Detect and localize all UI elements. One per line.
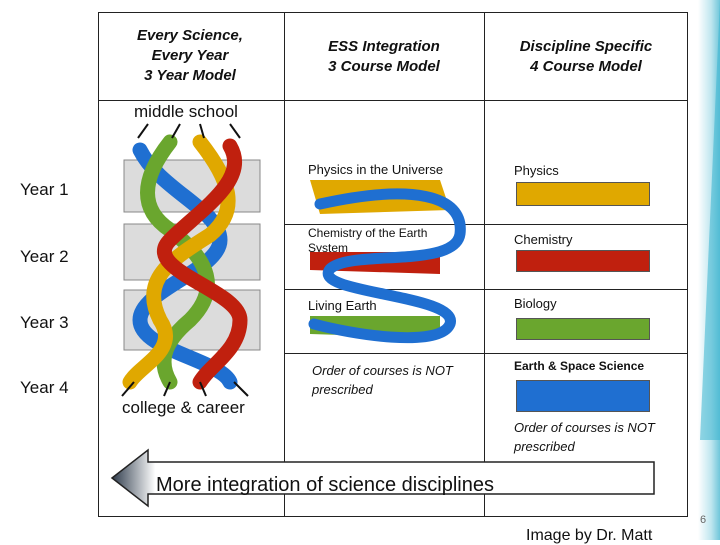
header-divider (98, 100, 688, 101)
column-header-ess-integration: ESS Integration 3 Course Model (292, 37, 476, 77)
integration-arrow-label: More integration of science disciplines (156, 474, 494, 496)
biology-bar (516, 318, 650, 340)
column-header-line: 4 Course Model (530, 58, 642, 75)
ess-earth-ribbon (308, 188, 466, 344)
top-arrows (137, 123, 241, 139)
chemistry-bar (516, 250, 650, 272)
earth-space-bar (516, 380, 650, 412)
discipline-order-note: Order of courses is NOT prescribed (514, 420, 655, 454)
ess-course-2: Chemistry of the Earth System (308, 226, 428, 255)
comparison-table-frame (98, 12, 688, 517)
column-divider-1 (284, 12, 285, 517)
row-divider-1 (284, 224, 688, 225)
year-label-2: Year 2 (20, 247, 69, 266)
middle-school-label: middle school (134, 102, 238, 121)
column-header-line: ESS Integration (328, 38, 440, 55)
row-divider-2 (284, 289, 688, 290)
year-label-4: Year 4 (20, 378, 69, 397)
column-header-line: Every Science, (137, 27, 243, 44)
image-credit: Image by Dr. Matt (526, 527, 653, 544)
discipline-course-earth-space: Earth & Space Science (514, 359, 645, 373)
discipline-course-biology: Biology (514, 296, 557, 311)
page-number: 6 (700, 514, 707, 526)
column-header-line: Every Year (151, 47, 229, 64)
ess-course-3: Living Earth (308, 298, 377, 313)
integration-arrow (110, 448, 655, 508)
physics-bar (516, 182, 650, 206)
column-header-discipline-specific: Discipline Specific 4 Course Model (492, 37, 680, 77)
braided-disciplines-graphic (121, 123, 261, 397)
decorative-triangle (700, 0, 720, 440)
ess-course-ribbons (308, 180, 466, 344)
year-label-1: Year 1 (20, 180, 69, 199)
column-header-line: Discipline Specific (519, 38, 653, 55)
discipline-course-physics: Physics (514, 163, 559, 178)
ess-course-1: Physics in the Universe (308, 162, 444, 177)
column-header-line: 3 Year Model (144, 67, 236, 84)
column-header-every-science: Every Science, Every Year 3 Year Model (110, 26, 270, 86)
row-divider-3 (284, 353, 688, 354)
bottom-arrows (121, 381, 249, 397)
braid-strands (122, 134, 248, 390)
college-career-label: college & career (122, 398, 245, 417)
discipline-course-chemistry: Chemistry (514, 232, 573, 247)
column-header-line: 3 Course Model (328, 58, 440, 75)
year-label-3: Year 3 (20, 313, 69, 332)
ess-order-note: Order of courses is NOT prescribed (312, 363, 453, 397)
column-divider-2 (484, 12, 485, 517)
